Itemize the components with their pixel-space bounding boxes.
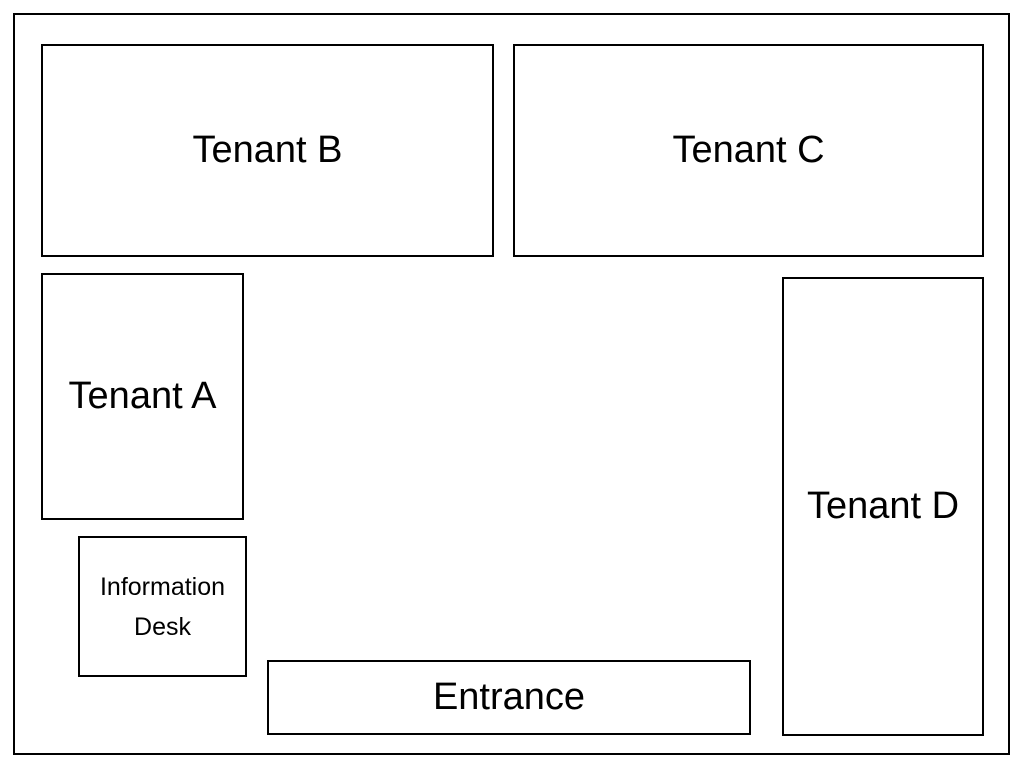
information-desk: Information Desk [78, 536, 247, 677]
entrance: Entrance [267, 660, 751, 735]
tenant-a-label: Tenant A [68, 374, 217, 417]
information-desk-label-line-2: Desk [134, 612, 191, 641]
tenant-c-label: Tenant C [672, 128, 825, 171]
information-desk-label: Information Desk [100, 567, 225, 647]
information-desk-label-line-1: Information [99, 572, 226, 601]
tenant-d-label: Tenant D [806, 484, 960, 527]
entrance-label: Entrance [432, 675, 586, 718]
tenant-b-label: Tenant B [192, 128, 343, 171]
tenant-b-space: Tenant B [41, 44, 494, 257]
tenant-c-space: Tenant C [513, 44, 984, 257]
tenant-a-space: Tenant A [41, 273, 244, 520]
tenant-d-space: Tenant D [782, 277, 984, 736]
